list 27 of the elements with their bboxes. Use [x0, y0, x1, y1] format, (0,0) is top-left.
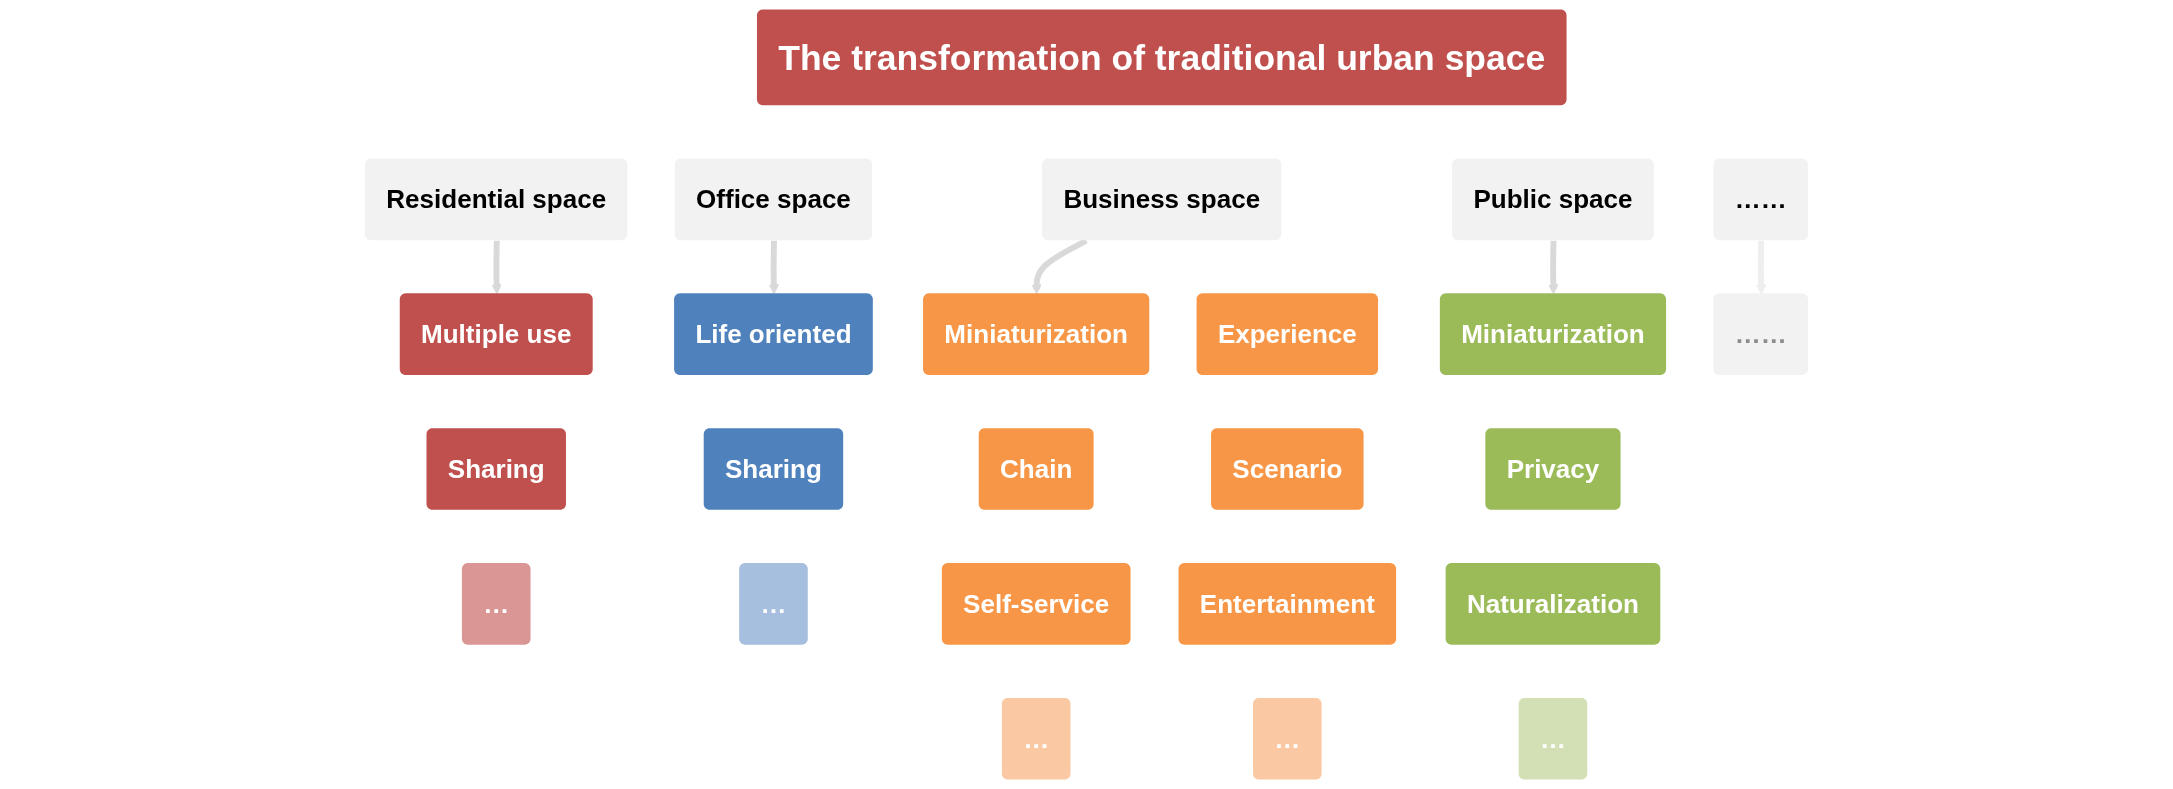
node-box: Naturalization [1445, 563, 1661, 645]
node-box: Life oriented [674, 293, 873, 375]
node-box: Chain [978, 428, 1094, 510]
node-box: … [1518, 697, 1588, 780]
node-box: … [1001, 697, 1071, 780]
arrow [1548, 240, 1559, 295]
node-box: Public space [1452, 158, 1654, 241]
node-box: The transformation of traditional urban space [756, 9, 1567, 106]
node-box: … [461, 563, 531, 645]
node-box: Experience [1196, 293, 1379, 375]
arrow [1031, 238, 1088, 295]
node-box: Self-service [941, 563, 1131, 645]
node-box: Office space [674, 158, 873, 241]
arrow [768, 240, 780, 295]
node-box: Scenario [1211, 428, 1364, 510]
node-box: Sharing [703, 428, 844, 510]
node-box: Privacy [1485, 428, 1621, 510]
node-box: Residential space [365, 158, 628, 241]
node-box: Multiple use [399, 293, 593, 375]
node-box: Miniaturization [1439, 293, 1667, 375]
arrow [491, 240, 502, 295]
node-box: Sharing [426, 428, 566, 510]
node-box: Business space [1042, 158, 1282, 241]
node-box: Entertainment [1178, 563, 1397, 645]
node-box: … [739, 563, 808, 645]
node-box: Miniaturization [923, 293, 1150, 375]
node-box: … [1253, 697, 1322, 780]
